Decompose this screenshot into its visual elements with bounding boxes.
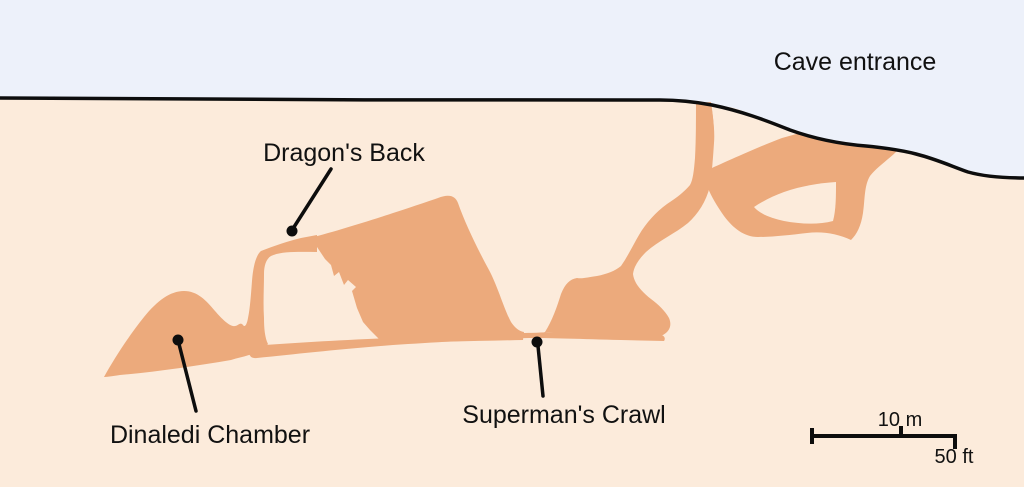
supermans-crawl-label: Superman's Crawl bbox=[462, 401, 665, 429]
surface-line bbox=[0, 96, 1024, 180]
pointer-dots bbox=[172, 225, 543, 348]
dragons-back-label: Dragon's Back bbox=[263, 139, 425, 167]
dinaledi-pointer-dot bbox=[172, 334, 184, 346]
floor-passage-shape bbox=[249, 331, 665, 359]
scale-metric-label: 10 m bbox=[878, 409, 922, 431]
cave-passages bbox=[104, 102, 897, 377]
pointers bbox=[177, 167, 545, 413]
rock-island-upper bbox=[714, 106, 790, 166]
scale-imperial-label: 50 ft bbox=[935, 446, 974, 468]
main-chamber-shape bbox=[306, 195, 524, 344]
rock-island-lower bbox=[754, 182, 836, 224]
dinaledi-chamber-shape bbox=[104, 235, 317, 377]
dragons-back-pointer-dot bbox=[286, 225, 298, 237]
rock-islands bbox=[714, 106, 836, 224]
dinaledi-pointer-line bbox=[177, 342, 198, 413]
supermans-pointer-dot bbox=[531, 336, 543, 348]
dragons-back-pointer-line bbox=[292, 167, 333, 229]
dinaledi-chamber-label: Dinaledi Chamber bbox=[110, 421, 310, 449]
cave-entrance-label: Cave entrance bbox=[774, 48, 937, 76]
entrance-network-shape bbox=[697, 102, 897, 240]
crawl-to-entrance-passage-shape bbox=[544, 103, 715, 335]
scale-bar bbox=[810, 426, 957, 449]
supermans-pointer-line bbox=[536, 344, 545, 398]
